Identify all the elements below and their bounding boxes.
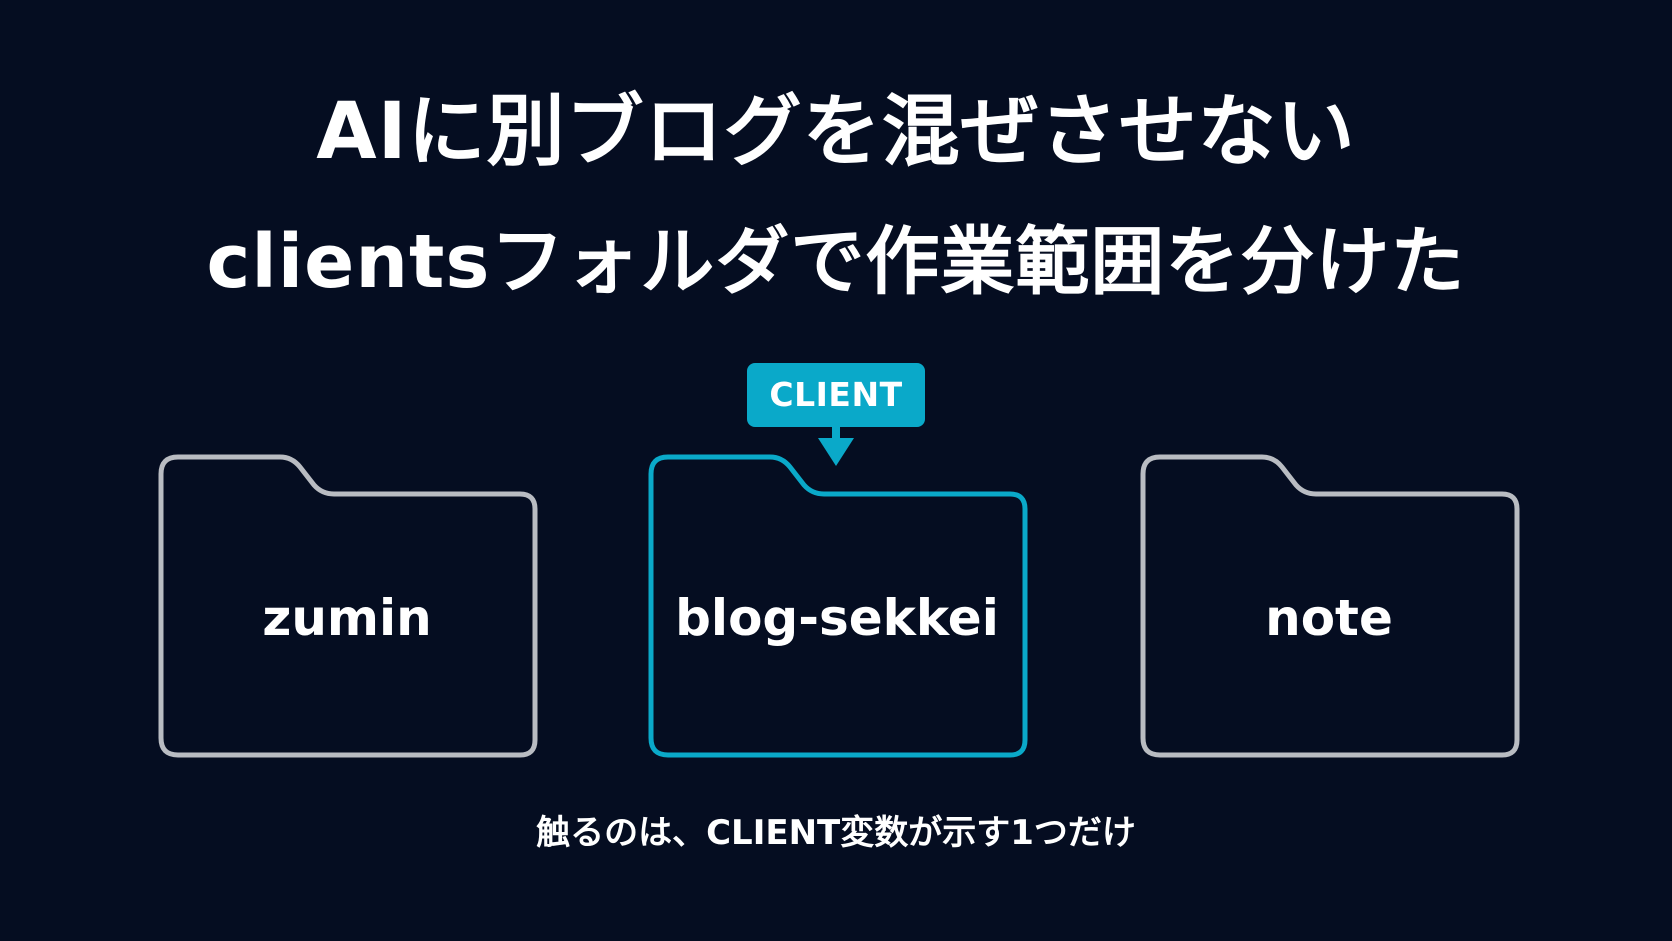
folder-icon-blog-sekkei xyxy=(648,454,1028,758)
tag-pointer-stem xyxy=(832,425,840,439)
client-tag: CLIENT xyxy=(747,363,925,427)
folder-icon-note xyxy=(1140,454,1520,758)
caption: 触るのは、CLIENT変数が示す1つだけ xyxy=(536,813,1136,853)
folder-label-note: note xyxy=(1265,589,1393,647)
folder-label-blog-sekkei: blog-sekkei xyxy=(675,589,999,647)
folder-label-zumin: zumin xyxy=(262,589,432,647)
tag-pointer-arrow-icon xyxy=(818,438,854,466)
folder-icon-zumin xyxy=(158,454,538,758)
title-line-1: AIに別ブログを混ぜさせない xyxy=(316,87,1356,177)
title-line-2: clientsフォルダで作業範囲を分けた xyxy=(206,219,1466,305)
